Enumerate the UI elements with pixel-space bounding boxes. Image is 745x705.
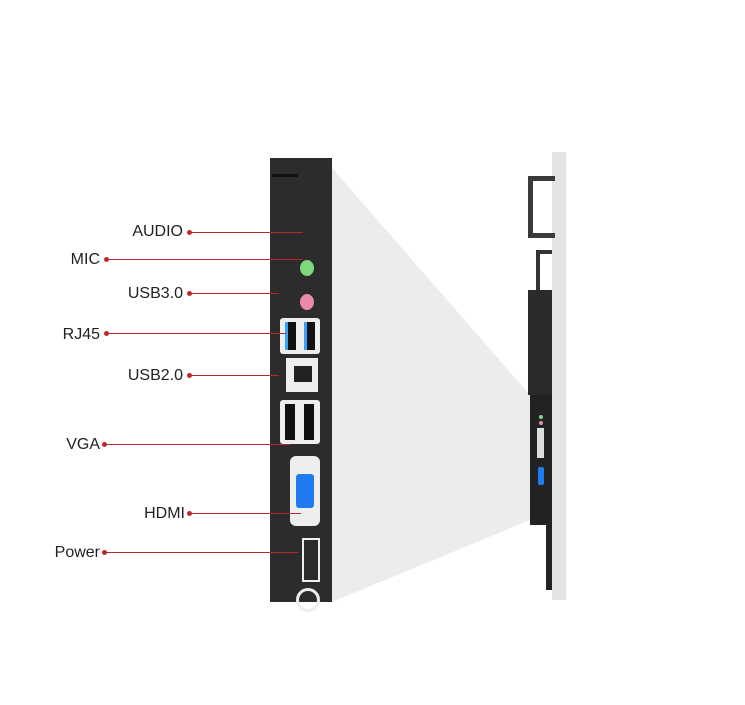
power-port-icon <box>296 588 320 612</box>
label-usb20: USB2.0 <box>127 367 183 384</box>
label-hdmi: HDMI <box>144 505 185 522</box>
mount-bracket-icon <box>528 176 555 238</box>
label-audio: AUDIO <box>132 223 183 240</box>
label-vga: VGA <box>66 436 100 453</box>
audio-jack-icon <box>300 260 314 276</box>
slot-icon <box>272 174 298 177</box>
label-usb30: USB3.0 <box>127 285 183 302</box>
display-side-edge <box>552 152 566 600</box>
hdmi-port-icon <box>302 538 320 582</box>
mic-jack-icon <box>300 294 314 310</box>
label-mic: MIC <box>70 251 100 268</box>
side-port-panel <box>530 395 552 525</box>
rj45-port-icon <box>286 358 318 392</box>
stand-leg <box>546 525 552 590</box>
vga-port-icon <box>290 456 320 526</box>
label-rj45: RJ45 <box>62 326 100 343</box>
usb2-port-icon <box>280 400 320 444</box>
label-power: Power <box>54 544 100 561</box>
usb3-port-icon <box>280 318 320 354</box>
side-module <box>528 290 552 395</box>
port-panel-closeup <box>270 158 332 612</box>
